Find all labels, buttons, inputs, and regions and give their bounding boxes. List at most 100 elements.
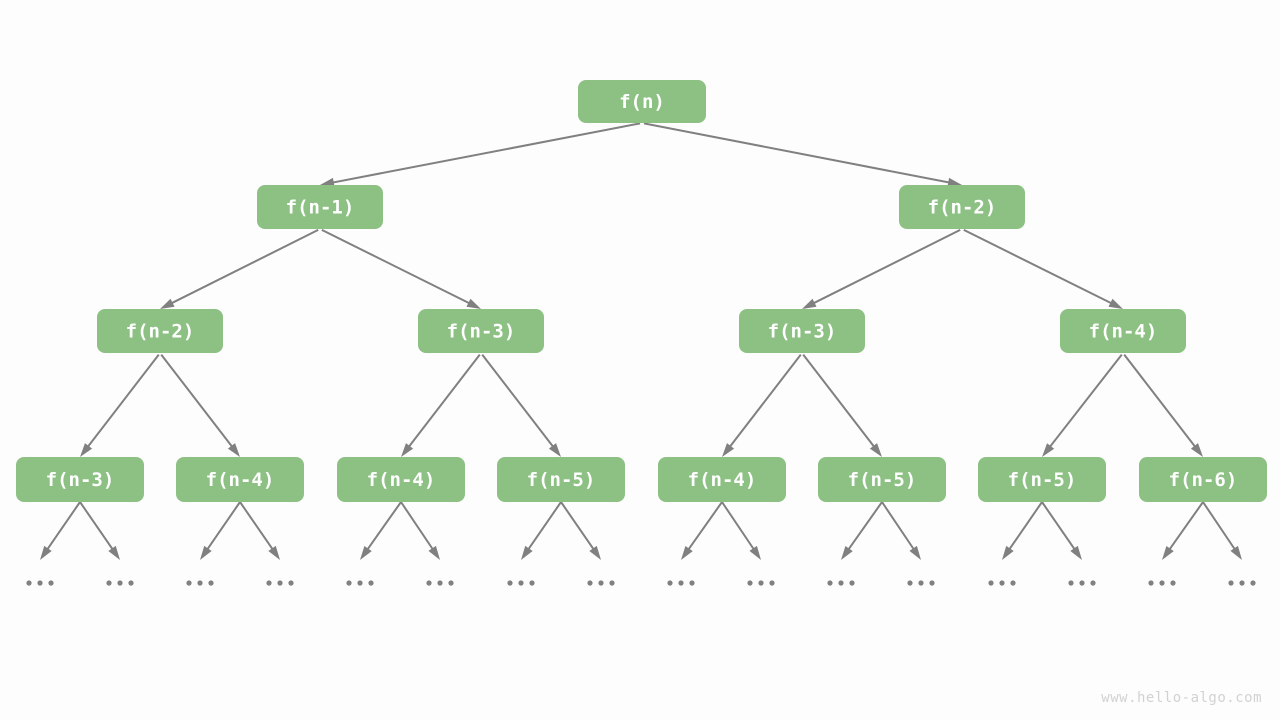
ellipsis-arrow-11 <box>881 501 921 560</box>
ellipsis-dot <box>587 580 593 586</box>
ellipsis-4 <box>346 580 374 586</box>
ellipsis-dot <box>368 580 374 586</box>
node-box <box>16 457 144 502</box>
ellipsis-dot <box>1159 580 1165 586</box>
node-n4[interactable]: f(n-3) <box>418 309 544 353</box>
ellipsis-0 <box>26 580 54 586</box>
node-n11[interactable]: f(n-4) <box>658 457 786 502</box>
ellipsis-arrow-4 <box>360 501 402 560</box>
ellipsis-dot <box>769 580 775 586</box>
ellipsis-dot <box>758 580 764 586</box>
node-n2[interactable]: f(n-2) <box>899 185 1025 229</box>
edge-n1-to-n4 <box>321 228 481 309</box>
ellipsis-arrow-5 <box>400 501 440 560</box>
ellipsis-dot <box>999 580 1005 586</box>
ellipsis-dot <box>678 580 684 586</box>
ellipsis-dot <box>988 580 994 586</box>
ellipsis-arrow-10 <box>841 501 883 560</box>
node-label: f(n) <box>619 91 665 113</box>
node-box <box>497 457 625 502</box>
edge-n3-to-n7 <box>80 353 160 457</box>
node-box <box>1060 309 1186 353</box>
node-n5[interactable]: f(n-3) <box>739 309 865 353</box>
ellipsis-dots-layer <box>26 580 1256 586</box>
node-box <box>176 457 304 502</box>
ellipsis-dot <box>208 580 214 586</box>
edge-n1-to-n3 <box>160 228 319 309</box>
node-n0[interactable]: f(n) <box>578 80 706 123</box>
ellipsis-dot <box>1250 580 1256 586</box>
edge-n4-to-n9 <box>401 353 481 457</box>
ellipsis-arrow-0 <box>40 501 81 560</box>
ellipsis-dot <box>1079 580 1085 586</box>
node-label: f(n-3) <box>46 469 115 491</box>
ellipsis-dot <box>849 580 855 586</box>
ellipsis-dot <box>277 580 283 586</box>
node-box <box>418 309 544 353</box>
ellipsis-14 <box>1148 580 1176 586</box>
ellipsis-dot <box>357 580 363 586</box>
ellipsis-3 <box>266 580 294 586</box>
node-n14[interactable]: f(n-6) <box>1139 457 1267 502</box>
node-label: f(n-4) <box>1089 321 1158 343</box>
node-n12[interactable]: f(n-5) <box>818 457 946 502</box>
node-label: f(n-3) <box>768 321 837 343</box>
ellipsis-dot <box>1090 580 1096 586</box>
ellipsis-dot <box>667 580 673 586</box>
edge-n4-to-n10 <box>481 353 561 457</box>
ellipsis-1 <box>106 580 134 586</box>
ellipsis-dot <box>186 580 192 586</box>
node-n8[interactable]: f(n-4) <box>176 457 304 502</box>
node-label: f(n-5) <box>527 469 596 491</box>
node-n3[interactable]: f(n-2) <box>97 309 223 353</box>
ellipsis-arrow-2 <box>200 501 241 560</box>
ellipsis-10 <box>827 580 855 586</box>
ellipsis-7 <box>587 580 615 586</box>
node-label: f(n-2) <box>126 321 195 343</box>
node-label: f(n-4) <box>688 469 757 491</box>
node-box <box>257 185 383 229</box>
ellipsis-dot <box>448 580 454 586</box>
node-box <box>97 309 223 353</box>
node-label: f(n-6) <box>1169 469 1238 491</box>
ellipsis-6 <box>507 580 535 586</box>
edge-n6-to-n13 <box>1042 353 1123 457</box>
ellipsis-arrow-7 <box>560 501 601 560</box>
ellipsis-dot <box>1170 580 1176 586</box>
ellipsis-dot <box>117 580 123 586</box>
ellipsis-dot <box>26 580 32 586</box>
node-n10[interactable]: f(n-5) <box>497 457 625 502</box>
node-n1[interactable]: f(n-1) <box>257 185 383 229</box>
ellipsis-dot <box>609 580 615 586</box>
edge-n2-to-n5 <box>802 228 961 309</box>
watermark: www.hello-algo.com <box>1101 690 1262 706</box>
ellipsis-arrow-15 <box>1202 501 1242 560</box>
ellipsis-dot <box>106 580 112 586</box>
ellipsis-8 <box>667 580 695 586</box>
node-label: f(n-5) <box>1008 469 1077 491</box>
ellipsis-dot <box>907 580 913 586</box>
ellipsis-dot <box>1239 580 1245 586</box>
node-label: f(n-1) <box>286 197 355 219</box>
edges-layer <box>80 122 1203 457</box>
ellipsis-dot <box>507 580 513 586</box>
ellipsis-dot <box>197 580 203 586</box>
node-n6[interactable]: f(n-4) <box>1060 309 1186 353</box>
node-label: f(n-4) <box>367 469 436 491</box>
node-box <box>1139 457 1267 502</box>
ellipsis-dot <box>918 580 924 586</box>
node-box <box>337 457 465 502</box>
node-n13[interactable]: f(n-5) <box>978 457 1106 502</box>
ellipsis-dot <box>747 580 753 586</box>
node-n9[interactable]: f(n-4) <box>337 457 465 502</box>
ellipsis-arrows-layer <box>40 501 1242 560</box>
node-box <box>978 457 1106 502</box>
nodes-layer: f(n) f(n-1) f(n-2) f(n-2) f(n-3) f(n-3) f(n-4)… <box>16 80 1267 502</box>
ellipsis-arrow-1 <box>79 501 120 560</box>
ellipsis-arrow-3 <box>239 501 280 560</box>
node-n7[interactable]: f(n-3) <box>16 457 144 502</box>
node-label: f(n-2) <box>928 197 997 219</box>
ellipsis-11 <box>907 580 935 586</box>
edge-n3-to-n8 <box>160 353 240 457</box>
ellipsis-arrow-12 <box>1002 501 1043 560</box>
